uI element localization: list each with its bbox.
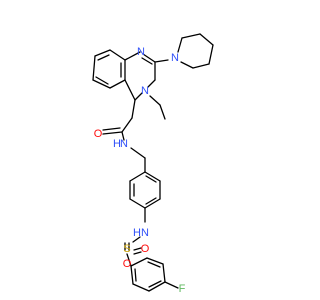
atom-sulfonamide-h: H [133,227,141,239]
chemical-structure: N N N O N H N H S O O F [92,33,214,295]
atom-labels: N N N O N H N H S O O F [94,46,186,295]
atom-n-ring-mid: N [141,85,149,97]
atom-amide-o: O [94,128,103,140]
atom-n-ring-top: N [137,46,145,58]
atom-sulfonyl-o-left: O [123,258,132,270]
atom-sulfonamide-n: N [141,227,149,239]
bonds [92,33,214,292]
atom-amide-h: H [113,138,121,150]
atom-amide-n: N [120,138,128,150]
atom-n-piperidine: N [171,52,179,64]
atom-sulfonyl-o-right: O [141,243,150,255]
atom-fluorine: F [179,283,186,295]
atom-sulfur: S [123,243,130,255]
